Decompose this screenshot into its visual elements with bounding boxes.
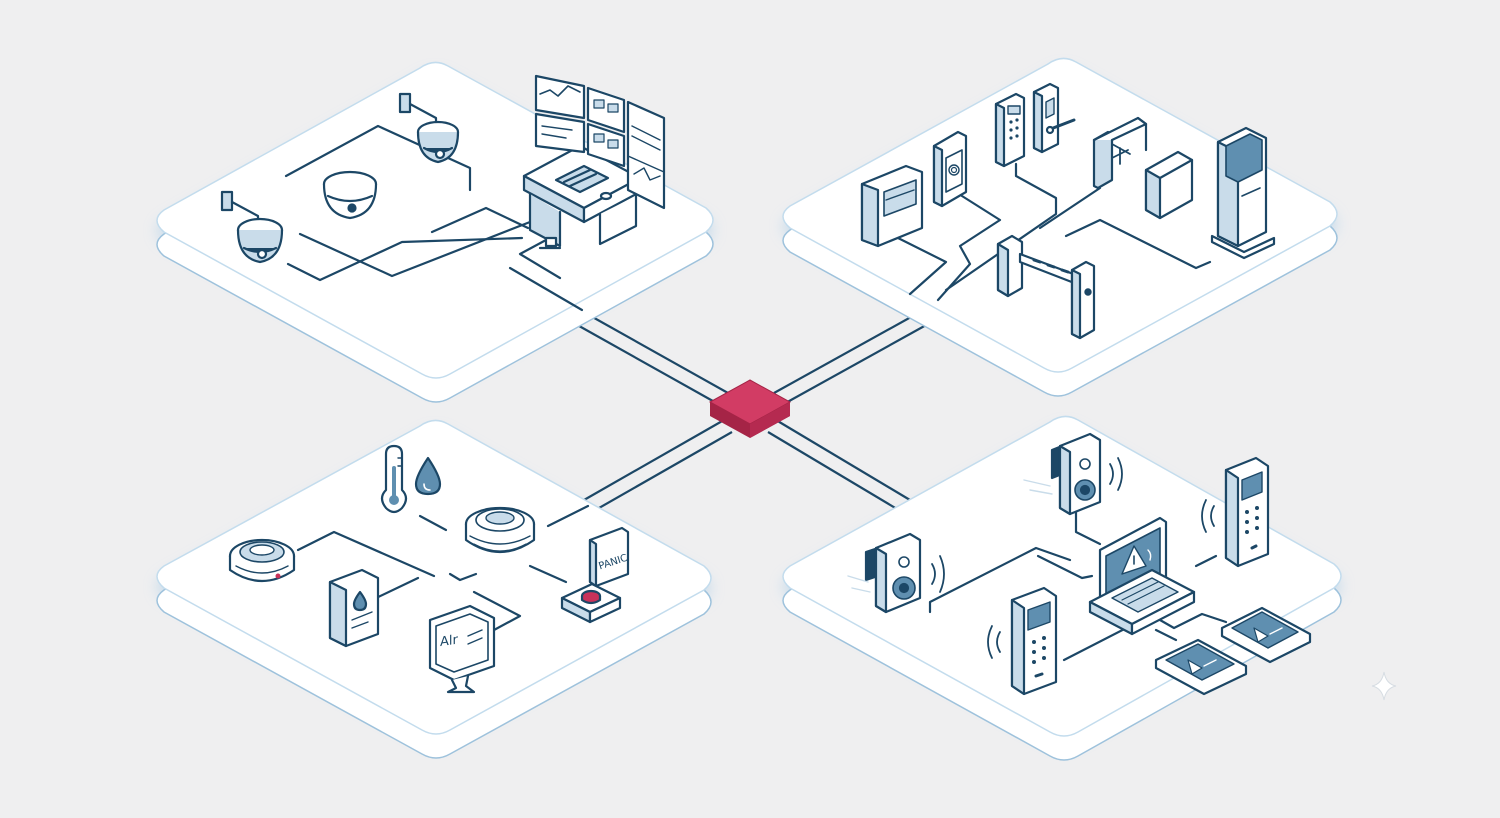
ceiling-detector-icon <box>466 508 534 552</box>
water-sensor-icon <box>330 570 378 646</box>
keypad-reader-icon <box>996 94 1024 166</box>
thermometer-icon <box>382 446 406 512</box>
air-label: Alr <box>440 633 458 651</box>
fingerprint-reader-icon <box>934 132 966 206</box>
smoke-detector-icon <box>230 540 294 581</box>
sparkle-icon <box>1372 672 1396 700</box>
